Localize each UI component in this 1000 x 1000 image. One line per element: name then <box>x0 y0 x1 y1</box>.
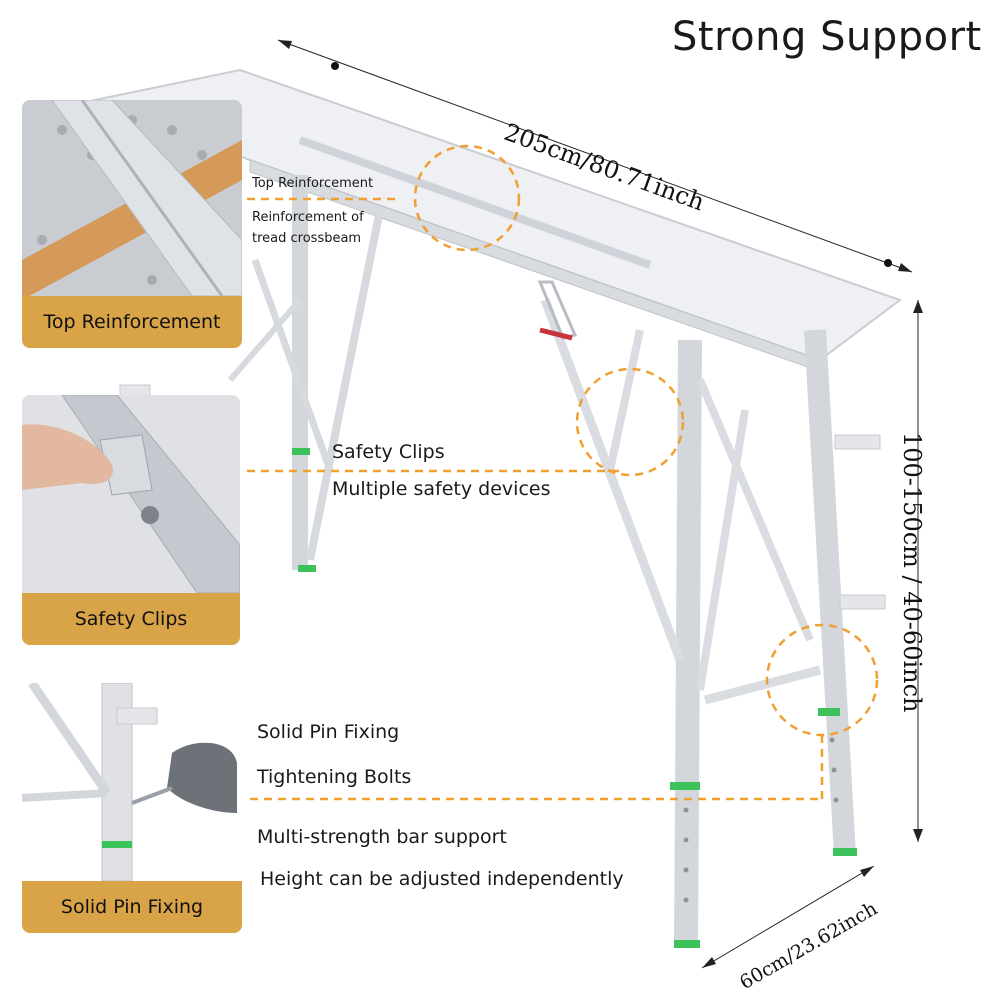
callout-top-reinforcement: Top Reinforcement <box>252 176 374 191</box>
page-title: Strong Support <box>672 14 982 60</box>
green-band <box>670 782 700 790</box>
callout-safety-clips: Safety Clips <box>332 441 445 463</box>
green-band <box>833 848 857 856</box>
inset-panel-solid-pin: Solid Pin Fixing <box>22 683 242 933</box>
callout-multi-strength: Multi-strength bar support <box>257 826 507 848</box>
handle <box>537 280 578 340</box>
callout-tightening-bolts: Tightening Bolts <box>257 766 412 788</box>
callout-height-adjust: Height can be adjusted independently <box>260 868 624 890</box>
panel-caption-solid-pin: Solid Pin Fixing <box>22 881 242 933</box>
green-band <box>674 940 700 948</box>
callout-circle-clips <box>575 367 685 477</box>
green-band <box>298 565 316 572</box>
green-band <box>818 708 840 716</box>
height-dimension: 100-150cm / 40-60inch <box>898 432 926 713</box>
panel-image-safety-clips <box>22 395 240 594</box>
right-front-leg <box>674 339 702 946</box>
callout-circle-pin <box>765 623 879 737</box>
top-rail <box>298 136 652 269</box>
panel-image-top-reinforcement <box>22 100 242 300</box>
panel-caption-top-reinforcement: Top Reinforcement <box>22 296 242 348</box>
right-rear-leg <box>804 329 856 856</box>
inset-panel-top-reinforcement: Top Reinforcement <box>22 100 242 348</box>
callout-multiple-safety: Multiple safety devices <box>332 478 551 500</box>
panel-image-solid-pin <box>22 683 237 882</box>
green-band <box>292 448 310 455</box>
callout-solid-pin: Solid Pin Fixing <box>257 721 400 743</box>
callout-circle-top <box>413 144 521 252</box>
panel-caption-safety-clips: Safety Clips <box>22 593 240 645</box>
callout-tread-crossbeam: Reinforcement of tread crossbeam <box>252 210 364 246</box>
inset-panel-safety-clips: Safety Clips <box>22 395 240 645</box>
handle-grip <box>539 327 573 341</box>
